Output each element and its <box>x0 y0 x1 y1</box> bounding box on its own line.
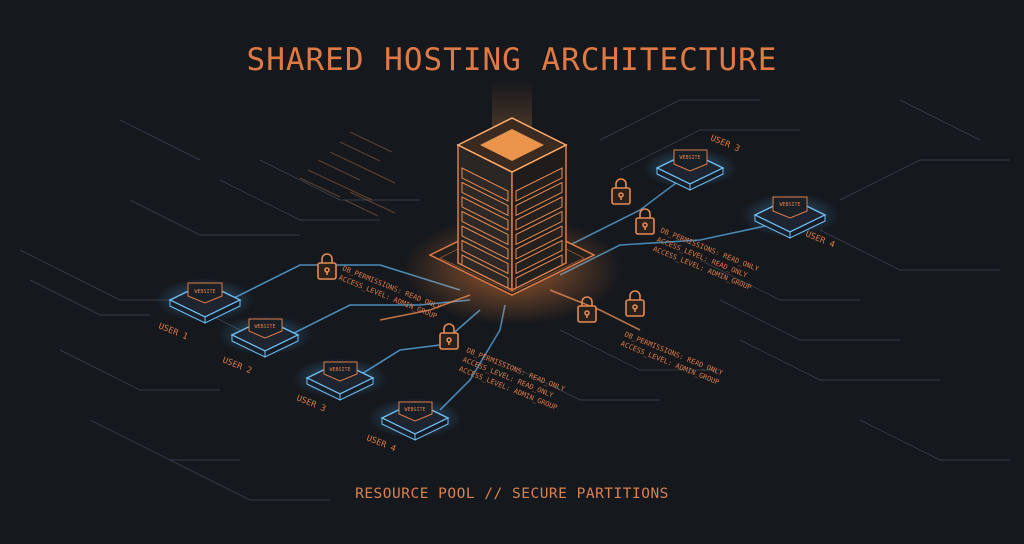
rack-unit <box>515 225 563 260</box>
lock-icon <box>635 208 655 235</box>
server-rack-units-left <box>461 167 509 289</box>
rack-unit <box>515 181 563 217</box>
lock-icon <box>317 253 337 280</box>
lock-icon <box>577 296 597 323</box>
diagram-footer: RESOURCE POOL // SECURE PARTITIONS <box>355 486 669 502</box>
circuit-traces <box>19 99 1010 501</box>
permission-block: DB_PERMISSIONS: READ_ONLY ACCESS_LEVEL: … <box>620 330 725 386</box>
rack-unit <box>461 181 509 217</box>
user-label: USER 4 <box>365 434 397 455</box>
rack-unit <box>515 167 563 202</box>
lock-icon <box>625 290 645 317</box>
lock-icon <box>439 323 459 350</box>
central-server <box>402 80 622 325</box>
user-node-left-2: WEBSITE USER 2 <box>217 315 313 376</box>
node-screen-text: WEBSITE <box>779 202 800 208</box>
node-screen-text: WEBSITE <box>254 324 275 330</box>
lock-icon <box>611 178 631 205</box>
user-label: USER 4 <box>804 230 836 251</box>
user-label: USER 1 <box>157 322 189 343</box>
user-node-left-1: WEBSITE USER 1 <box>155 278 255 342</box>
rack-unit <box>461 196 509 231</box>
node-screen-text: WEBSITE <box>679 155 700 161</box>
diagram-title: SHARED HOSTING ARCHITECTURE <box>246 42 778 78</box>
padlock-icons <box>317 178 655 350</box>
rack-unit <box>461 167 509 202</box>
rack-unit <box>461 225 509 260</box>
user-label: USER 3 <box>295 394 327 415</box>
node-screen-text: WEBSITE <box>329 367 350 373</box>
node-screen-text: WEBSITE <box>194 289 215 295</box>
node-screen-text: WEBSITE <box>404 407 425 413</box>
server-rack-units-right <box>515 167 563 289</box>
rack-unit <box>461 239 509 275</box>
user-node-left-3: WEBSITE USER 3 <box>292 358 388 414</box>
permission-block: DB_PERMISSIONS: READ_ONLY ACCESS_LEVEL: … <box>458 346 567 411</box>
rack-unit <box>461 210 509 246</box>
user-node-right-2: WEBSITE USER 4 <box>740 193 840 250</box>
rack-unit <box>515 196 563 231</box>
user-node-right-1: WEBSITE USER 3 <box>642 134 741 191</box>
user-label: USER 2 <box>221 356 253 377</box>
rack-unit <box>461 254 509 289</box>
rack-unit <box>515 239 563 275</box>
user-node-left-4: WEBSITE USER 4 <box>365 398 463 454</box>
rack-unit <box>515 254 563 289</box>
code-lines-decor <box>299 131 396 217</box>
permission-block: DB_PERMISSIONS: READ_ONLY ACCESS_LEVEL: … <box>652 226 761 291</box>
rack-unit <box>515 210 563 246</box>
